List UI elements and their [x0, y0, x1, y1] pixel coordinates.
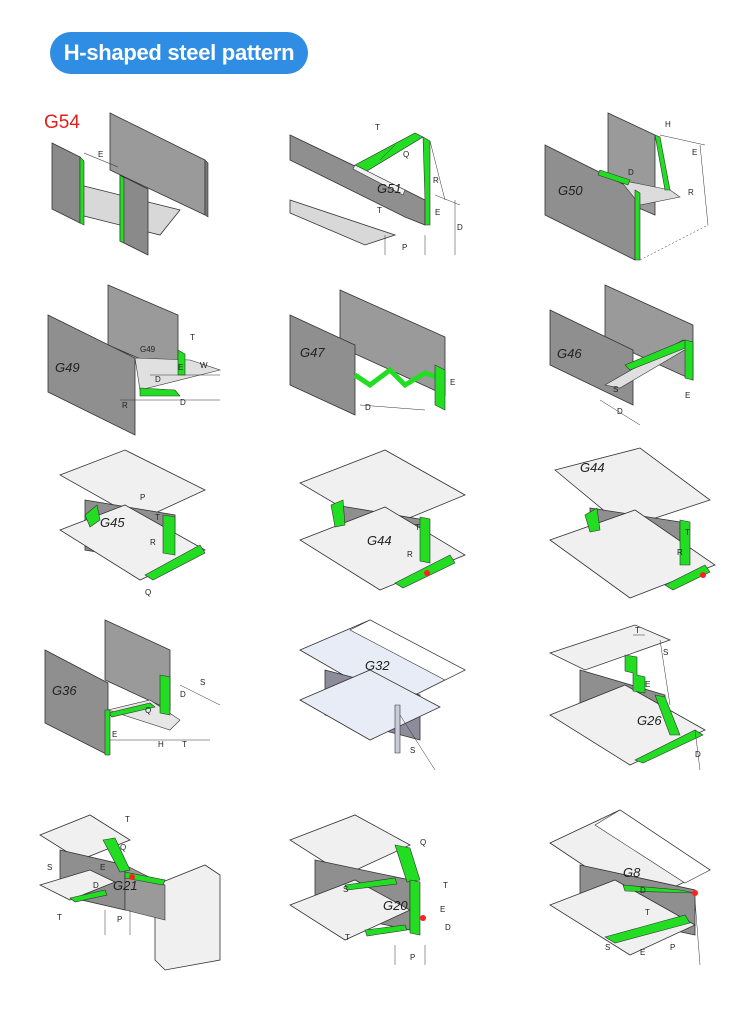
diagram-label: G44: [580, 460, 605, 475]
dim-label: E: [112, 730, 117, 739]
dim-label: T: [125, 815, 130, 824]
diagram-label: G51: [377, 181, 402, 196]
dim-label: T: [182, 740, 187, 749]
dim-label: D: [695, 750, 701, 759]
diagram-g36: G36 S D Q E H T: [40, 615, 240, 765]
dim-label: Q: [120, 843, 126, 852]
diagram-g8: G8 D T S E P: [545, 805, 735, 970]
dim-label: D: [445, 923, 451, 932]
dim-label: T: [345, 933, 350, 942]
diagram-label: G26: [637, 713, 662, 728]
dim-label: R: [407, 550, 413, 559]
dim-label: E: [640, 948, 645, 957]
dim-label: P: [402, 243, 407, 252]
diagram-label: G50: [558, 183, 583, 198]
diagram-label: G32: [365, 658, 390, 673]
dim-label: S: [343, 885, 348, 894]
diagram-g47: G47 E D: [285, 285, 475, 435]
dim-label: S: [410, 746, 415, 755]
dim-label: R: [433, 176, 439, 185]
dim-label: R: [688, 188, 694, 197]
dim-label: G49: [140, 345, 156, 354]
diagram-label: G21: [113, 878, 138, 893]
diagram-g49: G49 G49 T E D W R D: [40, 280, 240, 440]
dim-label: E: [178, 363, 183, 372]
dim-label: T: [377, 206, 382, 215]
diagram-label: G20: [383, 898, 408, 913]
diagram-label: G46: [557, 346, 582, 361]
diagram-label: G8: [623, 865, 641, 880]
dim-label: S: [663, 648, 668, 657]
dim-label: D: [155, 375, 161, 384]
dim-label: D: [640, 886, 646, 895]
dim-label: R: [150, 538, 156, 547]
dim-label: H: [158, 740, 164, 749]
diagram-g21: G21 T Q E D S T P: [35, 810, 230, 975]
diagram-g54: E: [40, 105, 240, 265]
dim-label: D: [628, 168, 634, 177]
dim-label: Q: [420, 838, 426, 847]
dim-label: T: [415, 523, 420, 532]
dim-label: T: [685, 528, 690, 537]
dim-label: E: [100, 863, 105, 872]
dim-label: D: [457, 223, 463, 232]
dim-label: S: [605, 943, 610, 952]
diagram-label: G45: [100, 515, 125, 530]
dim-label: E: [692, 148, 697, 157]
dim-label: Q: [145, 588, 151, 597]
dim-label: E: [435, 208, 440, 217]
dim-label: S: [200, 678, 205, 687]
diagram-g45: G45 P T R Q: [45, 445, 235, 605]
dim-label: T: [190, 333, 195, 342]
dim-label: D: [617, 407, 623, 416]
dim-label: W: [200, 361, 208, 370]
diagram-label: G49: [55, 360, 80, 375]
diagram-label: G47: [300, 345, 325, 360]
dim-label: E: [440, 905, 445, 914]
dim-label: S: [613, 385, 618, 394]
dim-label: H: [665, 120, 671, 129]
diagram-g20: G20 Q S T E D T P: [285, 810, 475, 975]
diagram-g32: G32 S: [290, 615, 480, 775]
dim-label: T: [443, 881, 448, 890]
first-diagram-label: G54: [44, 112, 80, 133]
diagram-g44: G44 T R: [295, 445, 485, 605]
dim-label: R: [677, 548, 683, 557]
dim-label: T: [635, 626, 640, 635]
dim-label: Q: [403, 150, 409, 159]
dim-label: S: [47, 863, 52, 872]
dim-label: D: [180, 690, 186, 699]
diagram-label: G36: [52, 683, 77, 698]
dim-label: T: [375, 123, 380, 132]
dim-label: D: [93, 881, 99, 890]
dim-label: E: [685, 391, 690, 400]
dim-label: D: [365, 403, 371, 412]
dim-label: P: [410, 953, 415, 962]
dim-label: E: [645, 680, 650, 689]
diagram-g50: G50 H E D R: [540, 105, 730, 265]
dim-label: T: [645, 908, 650, 917]
dim-label: E: [450, 378, 455, 387]
dim-label: Q: [145, 706, 151, 715]
dim-label: R: [122, 401, 128, 410]
dim-label: P: [140, 493, 145, 502]
dim-label: P: [670, 943, 675, 952]
diagram-label: G44: [367, 533, 392, 548]
diagram-g51: G51 T Q R E D T P: [285, 105, 475, 265]
diagram-g46: G46 S D E: [545, 280, 735, 440]
diagram-g44-b: G44 T R: [545, 440, 735, 605]
dim-label: T: [155, 513, 160, 522]
dim-label: T: [57, 913, 62, 922]
dim-label: E: [98, 150, 103, 159]
diagram-g26: G26 T S E D: [545, 615, 735, 775]
page-title: H-shaped steel pattern: [50, 32, 308, 74]
dim-label: D: [180, 398, 186, 407]
dim-label: P: [117, 915, 122, 924]
